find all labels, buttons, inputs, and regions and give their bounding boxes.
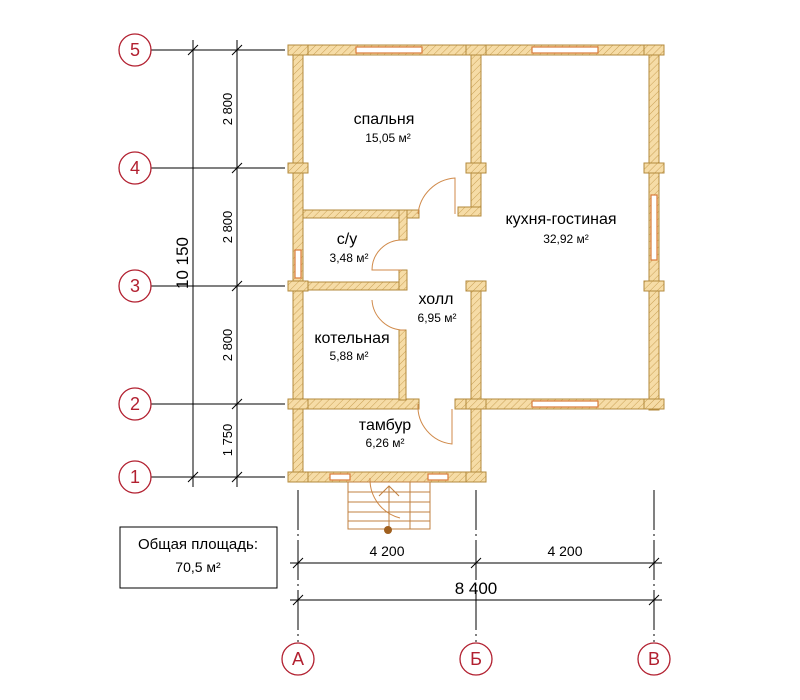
room-bathroom: с/у 3,48 м²	[330, 231, 369, 265]
total-area-value: 70,5 м²	[175, 559, 221, 575]
column-axes: 4 200 4 200 8 400 А Б В	[281, 490, 671, 676]
row-axes: 5 4 3 2 1 10 150 2 800 2 800 2 800 1 750	[118, 33, 285, 494]
svg-text:Б: Б	[470, 649, 482, 669]
dim-total-horizontal: 8 400	[455, 579, 498, 598]
axis-3: 3	[118, 269, 152, 303]
svg-text:6,26 м²: 6,26 м²	[366, 436, 405, 450]
total-area-box: Общая площадь: 70,5 м²	[119, 526, 278, 589]
svg-text:32,92 м²: 32,92 м²	[543, 232, 589, 246]
axis-5: 5	[118, 33, 152, 67]
room-bedroom: спальня 15,05 м²	[354, 111, 415, 145]
axis-b: Б	[459, 642, 493, 676]
total-area-label: Общая площадь:	[138, 536, 258, 553]
axis-2: 2	[118, 387, 152, 421]
svg-text:А: А	[292, 649, 304, 669]
svg-text:спальня: спальня	[354, 111, 415, 128]
doors	[369, 177, 456, 519]
axis-a: А	[281, 642, 315, 676]
svg-text:3: 3	[130, 276, 140, 296]
svg-text:2: 2	[130, 394, 140, 414]
axis-4: 4	[118, 151, 152, 185]
svg-text:В: В	[648, 649, 660, 669]
room-kitchen-living: кухня-гостиная 32,92 м²	[505, 211, 616, 246]
porch-stairs	[347, 481, 431, 534]
axis-1: 1	[118, 460, 152, 494]
room-boiler: котельная 5,88 м²	[314, 330, 389, 363]
windows	[294, 46, 658, 481]
dim-vertical-4: 1 750	[220, 424, 235, 457]
entrance-marker	[384, 526, 392, 534]
svg-text:котельная: котельная	[314, 330, 389, 347]
svg-text:1: 1	[130, 467, 140, 487]
svg-text:4: 4	[130, 158, 140, 178]
dim-horizontal-2: 4 200	[547, 543, 582, 559]
dim-vertical-1: 2 800	[220, 93, 235, 126]
svg-text:5: 5	[130, 40, 140, 60]
room-vestibule: тамбур 6,26 м²	[359, 417, 412, 450]
dim-total-vertical: 10 150	[173, 237, 192, 289]
axis-v: В	[637, 642, 671, 676]
dim-vertical-3: 2 800	[220, 329, 235, 362]
svg-text:15,05 м²: 15,05 м²	[365, 131, 411, 145]
svg-text:3,48 м²: 3,48 м²	[330, 251, 369, 265]
dim-horizontal-1: 4 200	[369, 543, 404, 559]
svg-text:5,88 м²: 5,88 м²	[330, 349, 369, 363]
svg-text:холл: холл	[418, 291, 453, 308]
room-hall: холл 6,95 м²	[418, 291, 457, 325]
dim-vertical-2: 2 800	[220, 211, 235, 244]
svg-text:кухня-гостиная: кухня-гостиная	[505, 211, 616, 228]
svg-text:6,95 м²: 6,95 м²	[418, 311, 457, 325]
svg-text:тамбур: тамбур	[359, 417, 412, 434]
svg-text:с/у: с/у	[337, 231, 357, 248]
